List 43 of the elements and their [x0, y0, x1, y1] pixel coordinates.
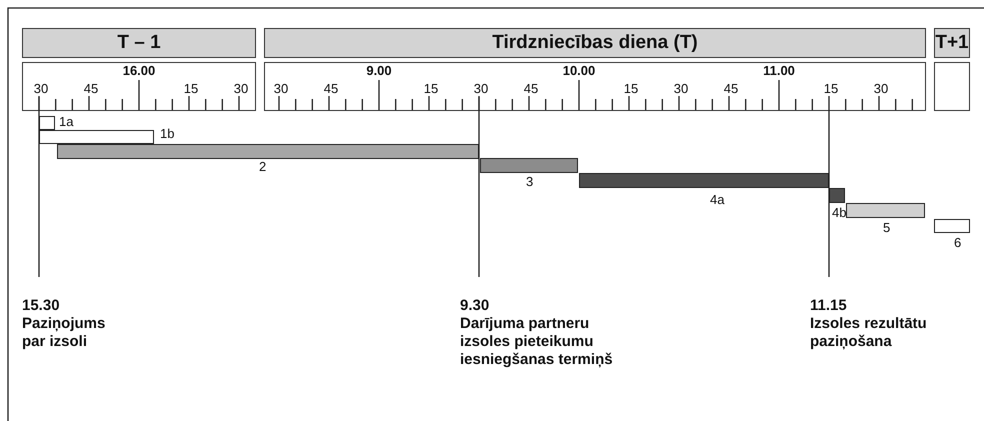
milestone-description: Paziņojums par izsoli — [22, 315, 106, 351]
tick-label: 45 — [524, 82, 538, 96]
bar-label: 1b — [160, 127, 174, 141]
tick-label: 45 — [84, 82, 98, 96]
bar-label: 1a — [59, 115, 74, 129]
bar — [846, 203, 925, 218]
tick-label: 15 — [624, 82, 638, 96]
bar — [829, 188, 845, 203]
bar — [579, 173, 829, 188]
bar — [39, 130, 154, 144]
milestone-description: Darījuma partneru izsoles pieteikumu iesniegšanas termiņš — [460, 315, 614, 369]
tick-label: 30 — [674, 82, 688, 96]
tick-label: 15 — [824, 82, 838, 96]
bar-label: 2 — [259, 160, 266, 174]
hour-tick-label: 11.00 — [763, 64, 795, 78]
tick-label: 45 — [324, 82, 338, 96]
hour-tick-label: 9.00 — [366, 64, 392, 78]
milestone-time: 9.30 — [460, 297, 490, 315]
milestone-time: 15.30 — [22, 297, 60, 315]
tick-label: 15 — [184, 82, 198, 96]
milestone-time: 11.15 — [810, 297, 847, 315]
tick-label: 30 — [34, 82, 48, 96]
bar — [480, 158, 578, 173]
bar-label: 5 — [883, 221, 890, 235]
bar — [934, 219, 970, 233]
bar-label: 3 — [526, 175, 534, 189]
tick-label: 30 — [874, 82, 888, 96]
tick-label: 30 — [234, 82, 248, 96]
hour-tick-label: 16.00 — [122, 64, 156, 78]
bar-label: 4a — [710, 193, 724, 207]
tick-label: 15 — [424, 82, 438, 96]
header-band: Tirdzniecības diena (T) — [264, 28, 926, 58]
bar-label: 4b — [832, 206, 846, 220]
tick-label: 45 — [724, 82, 738, 96]
bar — [57, 144, 479, 159]
tick-label: 30 — [274, 82, 288, 96]
header-band: T – 1 — [22, 28, 256, 58]
bar — [39, 116, 55, 130]
header-band: T+1 — [934, 28, 970, 58]
bar-label: 6 — [954, 236, 962, 250]
tick-label: 30 — [474, 82, 488, 96]
milestone-description: Izsoles rezultātu paziņošana — [810, 315, 928, 351]
hour-tick-label: 10.00 — [562, 64, 596, 78]
